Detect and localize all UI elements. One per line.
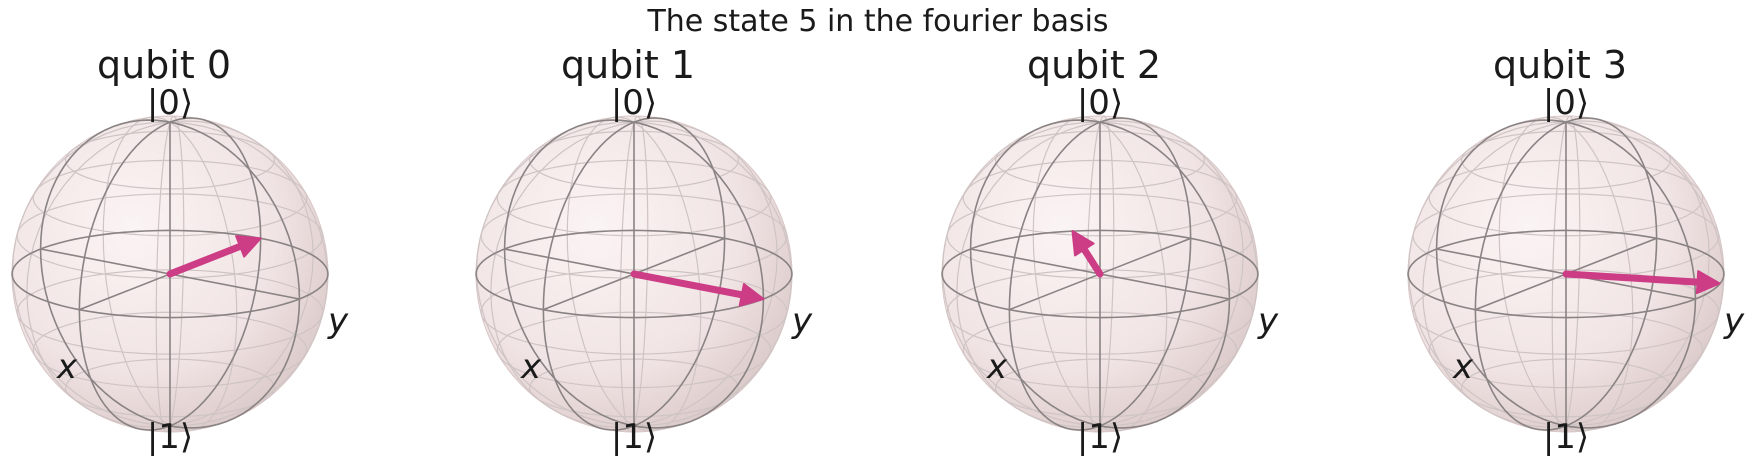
bloch-sphere-0: |0⟩ |1⟩ x y qubit 0 xyxy=(11,43,349,457)
state-vector-shaft xyxy=(1562,270,1702,286)
y-axis-label: y xyxy=(327,301,349,341)
qubit-title: qubit 2 xyxy=(1027,43,1161,87)
y-axis-label: y xyxy=(1257,301,1279,341)
y-axis-label: y xyxy=(1723,301,1745,341)
state-vector-head xyxy=(738,283,765,307)
bloch-sphere-1: |0⟩ |1⟩ x y qubit 1 xyxy=(475,43,813,457)
great-circle xyxy=(542,117,726,431)
ket-zero-label: |0⟩ xyxy=(1543,83,1589,123)
x-axis-label: x xyxy=(986,347,1008,387)
ket-zero-label: |0⟩ xyxy=(147,83,193,123)
great-circle xyxy=(39,119,301,429)
state-vector-head xyxy=(1695,270,1721,295)
state-vector-shaft xyxy=(1080,245,1104,278)
great-circle xyxy=(1474,117,1658,431)
great-circle xyxy=(1435,119,1697,429)
bloch-sphere-2: |0⟩ |1⟩ x y qubit 2 xyxy=(941,43,1279,457)
x-axis-label: x xyxy=(520,347,542,387)
ket-one-label: |1⟩ xyxy=(1077,417,1123,457)
y-axis-label: y xyxy=(791,301,813,341)
great-circle xyxy=(1008,117,1192,431)
figure-title: The state 5 in the fourier basis xyxy=(647,4,1109,39)
ket-one-label: |1⟩ xyxy=(147,417,193,457)
x-axis-label: x xyxy=(56,347,78,387)
state-vector-shaft xyxy=(166,242,244,278)
state-vector-head xyxy=(235,235,262,258)
ket-zero-label: |0⟩ xyxy=(1077,83,1123,123)
state-vector-shaft xyxy=(630,270,746,299)
ket-one-label: |1⟩ xyxy=(1543,417,1589,457)
qubit-title: qubit 0 xyxy=(97,43,231,87)
ket-zero-label: |0⟩ xyxy=(611,83,657,123)
qubit-title: qubit 1 xyxy=(561,43,695,87)
state-vector-head xyxy=(1071,229,1095,257)
x-axis-label: x xyxy=(1452,347,1474,387)
qubit-title: qubit 3 xyxy=(1493,43,1627,87)
great-circle xyxy=(969,119,1231,429)
ket-one-label: |1⟩ xyxy=(611,417,657,457)
bloch-sphere-3: |0⟩ |1⟩ x y qubit 3 xyxy=(1407,43,1745,457)
great-circle xyxy=(503,119,765,429)
